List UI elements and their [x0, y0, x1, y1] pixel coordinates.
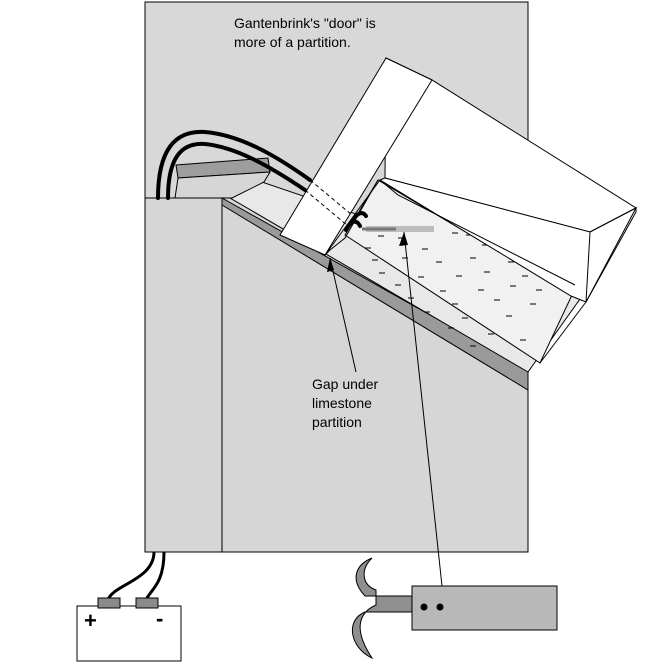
door-note-line-1: Gantenbrink's "door" is: [234, 15, 376, 31]
hammer-icon: [351, 557, 413, 660]
wire-icon: [156, 129, 368, 232]
pointer-arrowhead: [399, 232, 408, 246]
battery-positive-label: +: [84, 608, 97, 633]
pointer-arrowhead: [327, 258, 334, 272]
gap-label-line-2: limestone: [312, 395, 372, 411]
wire-dashed: [304, 179, 353, 227]
gap-label-line-3: partition: [312, 414, 362, 430]
battery-icon: + -: [76, 597, 182, 662]
battery-negative-label: -: [156, 606, 163, 631]
battery-wires: [106, 551, 166, 601]
gap-label-line-1: Gap under: [312, 376, 378, 392]
liquid-dashes: [365, 232, 542, 347]
probe-icon: [411, 585, 558, 631]
gap-bar: [366, 226, 434, 232]
limestone-partition: [279, 57, 638, 364]
shelf-face: [174, 171, 271, 199]
door-note-line-2: more of a partition.: [234, 34, 351, 50]
left-pillar: [144, 197, 223, 553]
pointer-lines: [329, 231, 443, 587]
